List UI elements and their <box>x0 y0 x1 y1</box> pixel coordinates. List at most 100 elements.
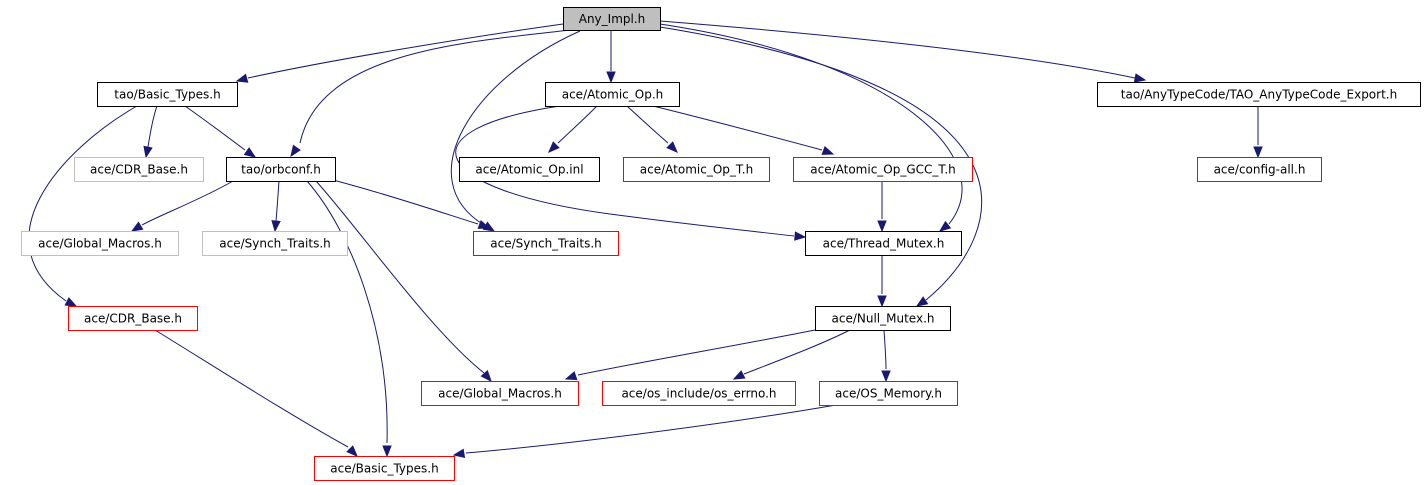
edge-tao_anytypecode_export-to-config_all <box>1253 106 1263 159</box>
node-os-errno[interactable]: ace/os_include/os_errno.h <box>602 381 796 406</box>
node-null-mutex[interactable]: ace/Null_Mutex.h <box>815 306 951 331</box>
node-global-macros[interactable]: ace/Global_Macros.h <box>421 381 579 406</box>
node-atomic-op-inl[interactable]: ace/Atomic_Op.inl <box>459 157 600 182</box>
node-label: ace/CDR_Base.h <box>90 163 188 177</box>
edge-thread_mutex-to-null_mutex <box>877 255 887 308</box>
node-ace-basic-types[interactable]: ace/Basic_Types.h <box>314 456 455 481</box>
node-cdr-base[interactable]: ace/CDR_Base.h <box>68 306 198 331</box>
edge-cdr_base-to-ace_basic_types <box>154 329 358 457</box>
node-label: ace/config-all.h <box>1214 163 1306 177</box>
arrowhead <box>877 220 887 233</box>
edge-line <box>557 105 598 144</box>
node-box <box>459 157 600 182</box>
node-box <box>421 381 579 406</box>
node-label: ace/OS_Memory.h <box>835 387 942 401</box>
edge-any_impl-to-ace_atomic_op <box>606 30 616 84</box>
edge-any_impl-to-tao_basic_types <box>235 23 564 83</box>
edge-atomic_op_gcc_t-to-thread_mutex <box>877 181 887 233</box>
node-box <box>202 231 348 256</box>
node-label: tao/AnyTypeCode/TAO_AnyTypeCode_Export.h <box>1121 88 1397 102</box>
edge-tao_basic_types-to-cdr_base_undoc <box>143 105 158 159</box>
node-box <box>97 82 238 107</box>
edge-any_impl-to-tao_orbconf <box>290 29 571 158</box>
arrowhead <box>1253 146 1263 159</box>
edge-ace_atomic_op-to-thread_mutex <box>455 105 807 241</box>
node-cdr-base-undoc: ace/CDR_Base.h <box>74 157 204 182</box>
edge-line <box>659 23 963 225</box>
edge-line <box>743 329 851 375</box>
edge-line <box>455 105 795 237</box>
node-box <box>1097 82 1421 107</box>
edge-ace_atomic_op-to-atomic_op_gcc_t <box>652 105 835 155</box>
node-label: ace/CDR_Base.h <box>84 312 182 326</box>
arrowhead <box>130 221 144 232</box>
arrowhead <box>606 71 616 84</box>
edge-line <box>332 179 479 225</box>
edge-line <box>659 20 1136 79</box>
node-label: ace/os_include/os_errno.h <box>621 387 776 401</box>
edge-tao_orbconf-to-ace_basic_types <box>306 180 392 458</box>
node-box <box>623 157 770 182</box>
node-synch-traits[interactable]: ace/Synch_Traits.h <box>473 231 619 256</box>
node-box <box>226 157 336 182</box>
edge-tao_orbconf-to-global_macros_undoc <box>130 180 234 232</box>
edge-tao_orbconf-to-synch_traits <box>332 179 491 229</box>
edge-line <box>451 30 581 226</box>
arrowhead <box>64 297 78 307</box>
edge-null_mutex-to-os_memory <box>881 329 891 383</box>
node-label: ace/Basic_Types.h <box>330 462 438 476</box>
arrowhead <box>821 145 835 155</box>
edge-line <box>247 23 564 79</box>
node-global-macros-undoc: ace/Global_Macros.h <box>21 231 179 256</box>
node-box <box>545 82 680 107</box>
node-any-impl[interactable]: Any_Impl.h <box>563 7 661 31</box>
node-label: tao/orbconf.h <box>241 163 321 177</box>
edge-any_impl-to-thread_mutex <box>659 23 963 232</box>
node-ace-atomic-op[interactable]: ace/Atomic_Op.h <box>545 82 680 107</box>
node-box <box>68 306 198 331</box>
arrowhead <box>732 370 746 380</box>
node-box <box>1197 157 1322 182</box>
node-thread-mutex[interactable]: ace/Thread_Mutex.h <box>805 231 962 256</box>
node-box <box>314 456 455 481</box>
edge-line <box>465 404 837 454</box>
node-atomic-op-t[interactable]: ace/Atomic_Op_T.h <box>623 157 770 182</box>
node-box <box>602 381 796 406</box>
arrowhead <box>477 219 491 229</box>
node-os-memory[interactable]: ace/OS_Memory.h <box>819 381 958 406</box>
arrowhead <box>1133 73 1147 83</box>
edge-line <box>652 105 823 151</box>
node-label: ace/Null_Mutex.h <box>832 312 935 326</box>
arrowhead <box>915 296 929 307</box>
node-label: ace/Global_Macros.h <box>438 387 562 401</box>
node-label: ace/Atomic_Op_GCC_T.h <box>810 163 956 177</box>
arrowhead <box>548 141 560 153</box>
nodes-layer: Any_Impl.h tao/Basic_Types.h ace/Atomic_Op… <box>21 7 1421 481</box>
node-label: ace/Thread_Mutex.h <box>823 237 945 251</box>
edge-null_mutex-to-os_errno <box>732 329 851 380</box>
node-label: ace/Global_Macros.h <box>38 237 162 251</box>
node-atomic-op-gcc-t[interactable]: ace/Atomic_Op_GCC_T.h <box>793 157 973 182</box>
node-tao-orbconf[interactable]: tao/orbconf.h <box>226 157 336 182</box>
edge-tao_basic_types-to-cdr_base <box>28 105 138 307</box>
edge-tao_basic_types-to-tao_orbconf <box>184 105 257 158</box>
edge-line <box>28 105 138 302</box>
arrowhead <box>290 144 301 158</box>
node-box <box>819 381 958 406</box>
node-box <box>473 231 619 256</box>
node-box <box>805 231 962 256</box>
node-label: Any_Impl.h <box>579 12 646 26</box>
arrowhead <box>235 73 249 83</box>
node-box <box>74 157 204 182</box>
node-tao-basic-types[interactable]: tao/Basic_Types.h <box>97 82 238 107</box>
node-label: ace/Atomic_Op_T.h <box>640 163 753 177</box>
edge-line <box>147 105 158 148</box>
edge-line <box>883 329 887 370</box>
arrowhead <box>564 371 578 381</box>
node-tao-anytypecode-export[interactable]: tao/AnyTypeCode/TAO_AnyTypeCode_Export.h <box>1097 82 1421 107</box>
node-label: ace/Synch_Traits.h <box>490 237 601 251</box>
arrowhead <box>271 220 281 233</box>
node-config-all[interactable]: ace/config-all.h <box>1197 157 1322 182</box>
arrowhead <box>938 220 952 232</box>
